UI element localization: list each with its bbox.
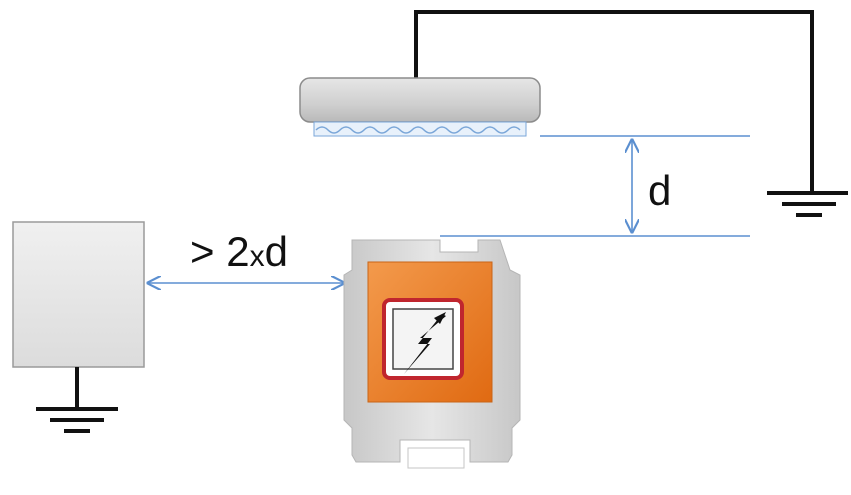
distance-label: > 2xd — [190, 231, 288, 273]
ground-icon — [767, 158, 848, 217]
distance-label-multiplier: x — [249, 240, 265, 273]
ionizer-strip — [313, 121, 527, 137]
grounded-object-box — [12, 221, 145, 368]
ground-icon — [36, 367, 118, 433]
electrode-plate — [299, 77, 541, 123]
surge-device — [343, 239, 521, 469]
ground-wire — [414, 10, 814, 160]
distance-label-suffix: d — [264, 228, 288, 275]
high-voltage-warning-icon — [382, 298, 464, 380]
distance-label-prefix: > 2 — [190, 228, 250, 275]
gap-label: d — [648, 167, 672, 214]
